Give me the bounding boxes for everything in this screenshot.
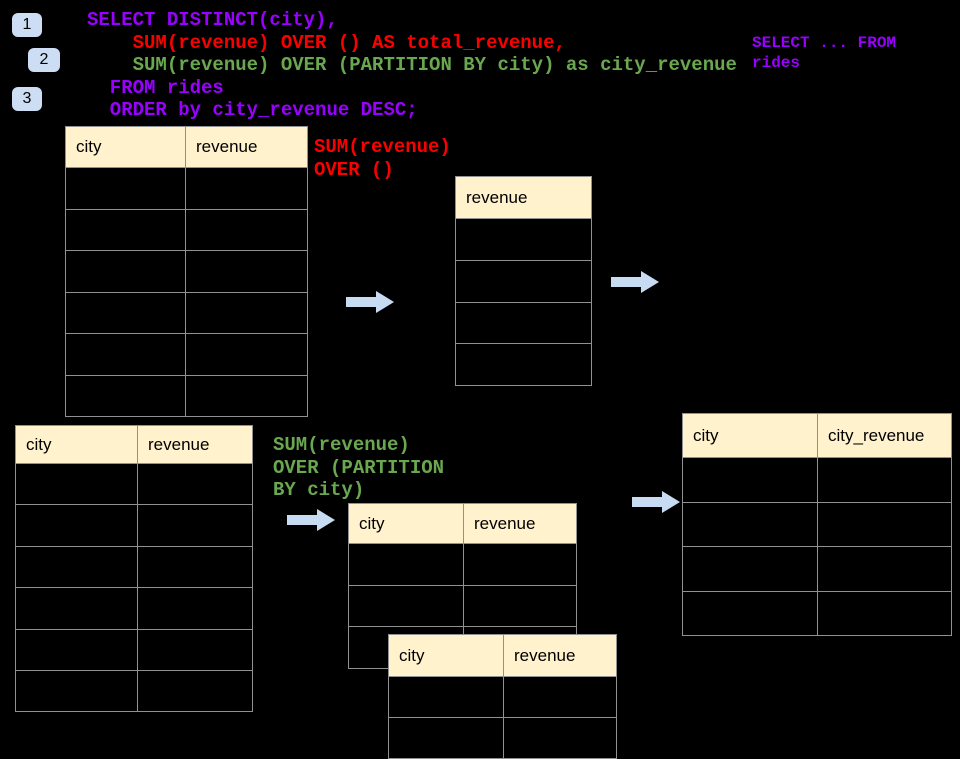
step-badge-2: 2 (28, 48, 60, 72)
empty-cell (66, 334, 186, 376)
empty-cell (16, 546, 138, 589)
column-header-city: city (683, 414, 818, 458)
code-line: SELECT ... FROM (752, 34, 897, 52)
empty-cell (818, 502, 952, 547)
code-line: SUM(revenue) (314, 136, 451, 158)
code-line: OVER () (314, 158, 394, 181)
flow-arrow-right-icon (632, 491, 680, 513)
column-header-city_revenue: city_revenue (818, 414, 952, 458)
empty-cell (464, 585, 577, 628)
total-revenue-annotation: SUM(revenue)OVER () (314, 136, 451, 181)
empty-cell (138, 546, 253, 589)
empty-cell (138, 464, 253, 506)
column-header-city: city (389, 635, 504, 677)
column-header-city: city (66, 127, 186, 168)
empty-cell (66, 209, 186, 251)
empty-cell (504, 677, 617, 718)
empty-cell (186, 292, 308, 334)
column-header-revenue: revenue (464, 504, 577, 544)
empty-cell (389, 677, 504, 718)
empty-cell (66, 251, 186, 293)
empty-cell (16, 670, 138, 713)
sql-query-code: SELECT DISTINCT(city), SUM(revenue) OVER… (87, 9, 737, 122)
empty-cell (349, 544, 464, 586)
empty-cell (464, 544, 577, 586)
empty-cell (186, 375, 308, 417)
code-line: ORDER by city_revenue DESC; (87, 99, 418, 121)
empty-cell (456, 302, 592, 345)
empty-cell (138, 505, 253, 547)
table-revenue-window: revenue (455, 176, 592, 387)
empty-cell (16, 464, 138, 506)
empty-cell (818, 547, 952, 592)
code-line: SELECT DISTINCT(city), (87, 9, 338, 31)
flow-arrow-right-icon (346, 291, 394, 313)
column-header-revenue: revenue (504, 635, 617, 677)
empty-cell (818, 458, 952, 503)
empty-cell (66, 168, 186, 210)
empty-cell (186, 209, 308, 251)
empty-cell (389, 718, 504, 759)
empty-cell (349, 585, 464, 628)
column-header-revenue: revenue (186, 127, 308, 168)
flow-arrow-right-icon (611, 271, 659, 293)
empty-cell (818, 591, 952, 636)
empty-cell (138, 629, 253, 671)
empty-cell (456, 344, 592, 387)
column-header-city: city (16, 426, 138, 464)
empty-cell (186, 334, 308, 376)
code-line: FROM rides (87, 76, 224, 99)
empty-cell (66, 375, 186, 417)
code-line: SUM(revenue) OVER () AS total_revenue, (87, 31, 566, 54)
empty-cell (186, 251, 308, 293)
empty-cell (138, 670, 253, 713)
step-badge-1: 1 (12, 13, 42, 37)
code-line: SUM(revenue) OVER (PARTITION BY city) as… (87, 54, 737, 76)
empty-cell (504, 718, 617, 759)
flow-arrow-right-icon (287, 509, 335, 531)
empty-cell (16, 629, 138, 671)
code-line: SUM(revenue) (273, 434, 410, 456)
code-line: BY city) (273, 479, 365, 501)
step-badge-3: 3 (12, 87, 42, 111)
column-header-revenue: revenue (456, 177, 592, 219)
empty-cell (16, 588, 138, 630)
empty-cell (66, 292, 186, 334)
empty-cell (683, 591, 818, 636)
empty-cell (138, 588, 253, 630)
empty-cell (456, 260, 592, 303)
empty-cell (186, 168, 308, 210)
code-line: rides (752, 53, 801, 72)
empty-cell (16, 505, 138, 547)
empty-cell (456, 219, 592, 261)
code-line: OVER (PARTITION (273, 456, 445, 479)
column-header-city: city (349, 504, 464, 544)
empty-cell (683, 458, 818, 503)
empty-cell (683, 547, 818, 592)
column-header-revenue: revenue (138, 426, 253, 464)
empty-cell (683, 502, 818, 547)
